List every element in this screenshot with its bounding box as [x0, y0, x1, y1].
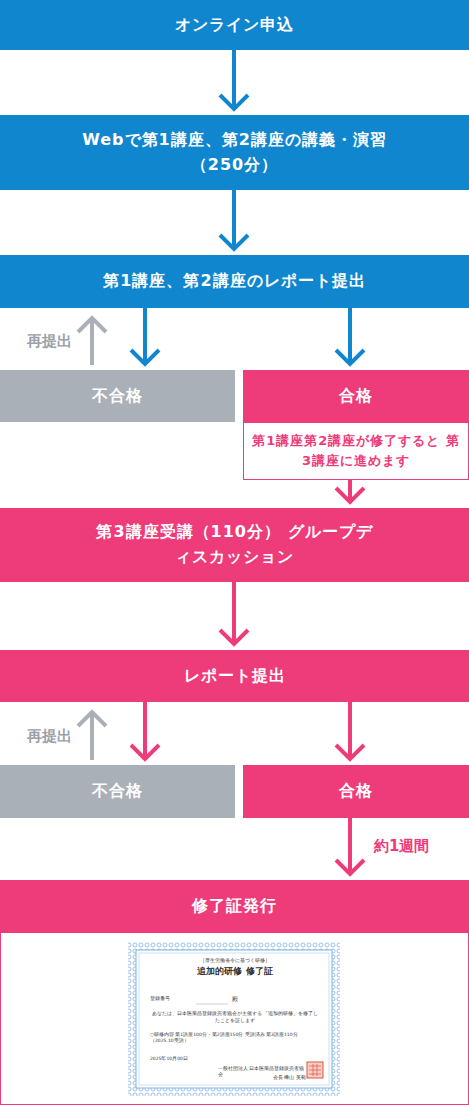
node-text: 合格 [339, 779, 373, 804]
arrow-path [336, 702, 364, 759]
note-box: 第1講座第2講座が修了すると 第3講座に進めます [243, 422, 469, 480]
fail-box: 不合格 [0, 370, 235, 422]
arrow-path [131, 702, 159, 759]
arrow-path [78, 318, 106, 365]
flow-arrow [336, 702, 364, 759]
certificate-text: ○研修内容 第1講座100分・第2講座150分 受講済み 第3講座110分（20… [150, 1032, 320, 1044]
fail-box: 不合格 [0, 765, 235, 818]
certificate-text: 追加的研修 修了証 [150, 966, 320, 978]
arrow-path [220, 582, 248, 644]
node-text: オンライン申込 [175, 13, 294, 38]
flow-arrow [131, 308, 159, 364]
node-text: 修了証発行 [192, 894, 277, 919]
node-text: 不合格 [92, 779, 143, 804]
flow-arrow [220, 50, 248, 109]
flow-arrow [220, 582, 248, 644]
node-text: レポート提出 [184, 664, 286, 689]
certificate-text: あなたは、日本医薬品登録販売者協会が主催する 「追加的研修」を修了したことを証し… [150, 1010, 320, 1023]
start-bar: オンライン申込 [0, 0, 469, 50]
arrow-path [336, 818, 364, 874]
arrow-path [220, 190, 248, 249]
end-bar: 修了証発行 [0, 880, 469, 932]
arrow-path [131, 308, 159, 364]
certificate-text: 会長 樽山 英範 [250, 1074, 306, 1081]
arrow-path [336, 308, 364, 364]
node-text: 第1講座、第2講座のレポート提出 [103, 269, 365, 294]
edge-label: 再提出 [25, 727, 74, 746]
pass-box: 合格 [243, 370, 469, 422]
process-bar: 第3講座受講（110分） グループディスカッション [0, 508, 469, 582]
certificate-text: 殿 [232, 995, 244, 1003]
name-underline [196, 1004, 228, 1005]
edge-label: 再提出 [25, 332, 74, 351]
flow-arrow [336, 308, 364, 364]
flow-arrow [336, 480, 364, 502]
arrow-path [336, 480, 364, 502]
process-bar: 第1講座、第2講座のレポート提出 [0, 255, 469, 308]
node-text: 第1講座第2講座が修了すると 第3講座に進めます [249, 431, 463, 471]
certificate-inner-line [139, 953, 329, 1085]
flow-arrow [131, 702, 159, 759]
arrow-path [220, 50, 248, 109]
flow-arrow [78, 318, 106, 365]
certificate-sheet [136, 950, 332, 1088]
arrow-path [78, 712, 106, 760]
certificate-frame [128, 942, 340, 1096]
flow-arrow [78, 712, 106, 760]
seal-stamp [307, 1062, 323, 1078]
flow-arrow [336, 818, 364, 874]
node-text: Webで第1講座、第2講座の講義・演習 （250分） [55, 128, 415, 178]
seal-marks [309, 1064, 321, 1076]
flow-arrow [220, 190, 248, 249]
pass-box: 合格 [243, 765, 469, 818]
node-text: 合格 [339, 384, 373, 409]
certificate-panel [1, 933, 469, 1105]
edge-label: 約1週間 [372, 837, 431, 856]
node-text: 第3講座受講（110分） グループディスカッション [90, 520, 380, 570]
process-bar: レポート提出 [0, 650, 469, 702]
certificate-text: ［厚生労働省令に基づく研修］ [160, 957, 310, 964]
process-bar: Webで第1講座、第2講座の講義・演習 （250分） [0, 115, 469, 190]
certificate-text: 登録番号 [150, 995, 190, 1002]
certificate-text: 2025年10月00日 [150, 1056, 230, 1062]
node-text: 不合格 [92, 384, 143, 409]
